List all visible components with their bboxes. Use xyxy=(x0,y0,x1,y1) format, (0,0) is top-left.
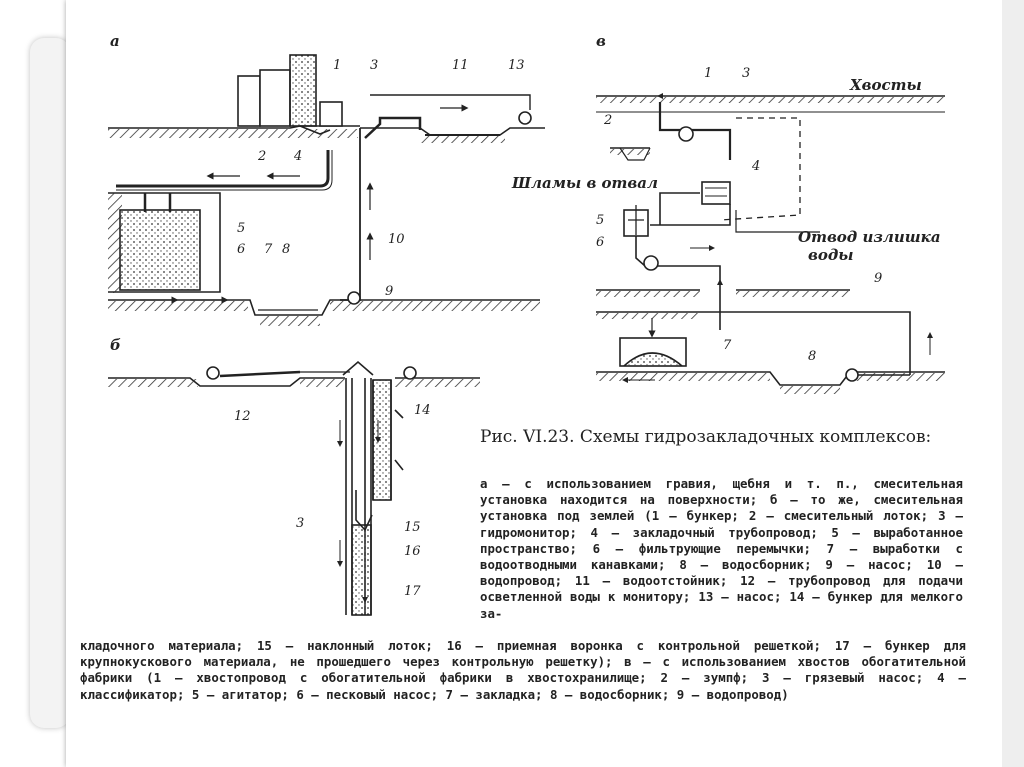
diagram-v-drain-text-2: воды xyxy=(808,246,854,264)
diagram-b-label: 17 xyxy=(404,584,421,599)
diagram-v-label: 8 xyxy=(808,349,816,364)
diagram-a-label: 4 xyxy=(293,149,302,164)
slide-frame-shadow xyxy=(30,38,70,728)
diagram-v-tailings-text: Хвосты xyxy=(849,76,922,94)
diagram-a-label: 8 xyxy=(282,242,290,257)
diagram-v-panel-label: в xyxy=(596,32,606,50)
diagram-b xyxy=(108,360,480,616)
diagram-v-label: 9 xyxy=(874,271,882,286)
diagram-a-panel-label: а xyxy=(110,32,120,50)
diagram-a-label: 6 xyxy=(237,242,245,257)
diagram-v xyxy=(596,93,945,394)
right-margin-bar xyxy=(1002,0,1024,767)
diagram-b-label: 12 xyxy=(234,409,251,424)
diagram-a-labels: 1 3 11 13 2 4 5 10 6 7 8 9 xyxy=(237,58,525,299)
diagram-v-label: 7 xyxy=(723,338,732,353)
diagram-b-labels: 12 14 3 15 16 17 xyxy=(234,403,431,599)
diagram-a-label: 9 xyxy=(385,284,393,299)
caption-body: а — с использованием гравия, щебня и т. … xyxy=(480,476,963,621)
diagram-b-panel-label: б xyxy=(110,336,121,354)
diagram-a xyxy=(108,54,545,326)
diagram-a-label: 1 xyxy=(333,58,341,73)
diagram-a-label: 7 xyxy=(264,242,273,257)
diagram-v-label: 1 xyxy=(704,66,712,81)
caption-title: Рис. VI.23. Схемы гидрозакладочных компл… xyxy=(480,427,932,447)
diagram-v-drain-text-1: Отвод излишка xyxy=(798,228,941,246)
diagram-a-label: 13 xyxy=(508,58,525,73)
diagram-a-label: 3 xyxy=(370,58,378,73)
diagram-b-label: 14 xyxy=(414,403,431,418)
diagram-v-label: 5 xyxy=(596,213,604,228)
diagram-v-label: 2 xyxy=(603,113,612,128)
caption-body-continued: кладочного материала; 15 — наклонный лот… xyxy=(80,638,966,702)
diagram-b-label: 15 xyxy=(404,520,421,535)
diagram-a-label: 2 xyxy=(257,149,266,164)
diagram-a-label: 10 xyxy=(388,232,405,247)
diagram-a-label: 5 xyxy=(237,221,245,236)
diagram-b-label: 16 xyxy=(404,544,421,559)
diagram-a-label: 11 xyxy=(452,58,469,73)
diagram-v-label: 3 xyxy=(742,66,750,81)
diagram-v-label: 6 xyxy=(596,235,604,250)
diagram-b-label: 3 xyxy=(296,516,304,531)
diagram-v-label: 4 xyxy=(751,159,760,174)
diagram-v-slimes-text: Шламы в отвал xyxy=(511,174,658,192)
diagram-v-labels: 1 3 2 4 5 6 9 7 8 xyxy=(596,66,882,364)
